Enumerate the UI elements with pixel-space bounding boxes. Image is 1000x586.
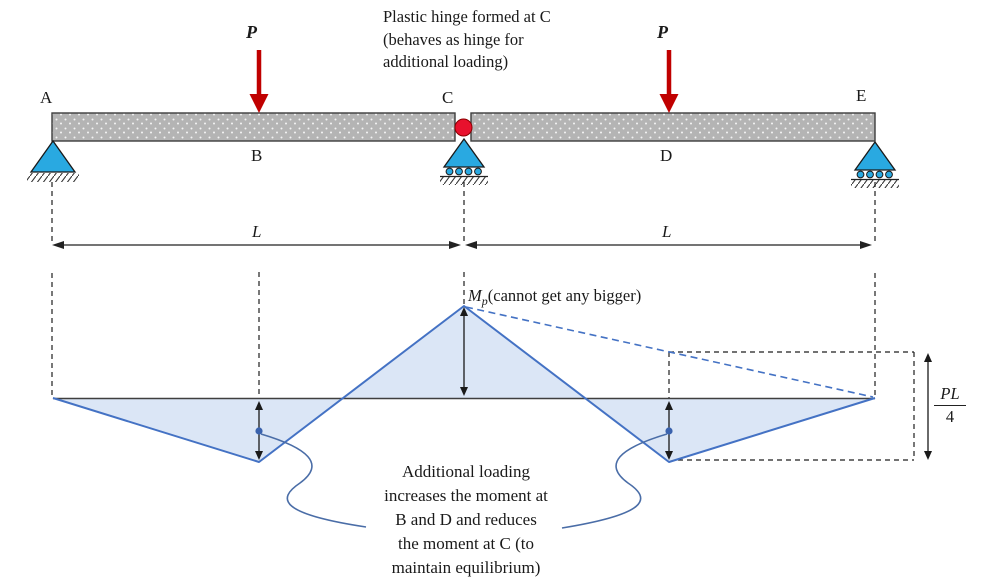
- roller-triangle-c: [442, 137, 486, 168]
- roller-wheel: [856, 170, 865, 179]
- mp-caption-text: (cannot get any bigger): [487, 286, 642, 305]
- mp-subscript: p: [481, 294, 488, 308]
- mp-caption: Mp(cannot get any bigger): [468, 286, 641, 309]
- callout-dot-d: [665, 427, 673, 435]
- node-label-c: C: [442, 88, 454, 107]
- roller-wheel: [464, 167, 473, 176]
- moment-diagram-outline: [52, 305, 876, 463]
- leader-curve-left: [260, 433, 367, 528]
- dim-arrowhead-left: [465, 241, 477, 249]
- plastic-hinge-marker: [454, 118, 473, 137]
- simple-beam-moment-dashed-line: [465, 306, 874, 398]
- load-arrowhead-b: [249, 94, 269, 113]
- mp-symbol: M: [468, 286, 482, 305]
- roller-support-c: [440, 137, 488, 185]
- beam-segment-left: [51, 112, 456, 142]
- ground-hatch-c: [440, 177, 488, 185]
- load-arrowhead-d: [659, 94, 679, 113]
- roller-wheel: [885, 170, 893, 179]
- load-arrow-b: [249, 50, 269, 113]
- roller-wheel: [866, 170, 874, 179]
- pl4-arrow: [924, 353, 932, 460]
- callout-dot-b: [255, 427, 263, 435]
- ground-hatch-a: [27, 173, 79, 182]
- span-length-label-left: L: [252, 222, 262, 241]
- roller-wheel: [875, 170, 884, 179]
- roller-triangle-e: [853, 140, 897, 171]
- dim-arrowhead-right: [860, 241, 872, 249]
- leader-curve-right: [561, 433, 668, 529]
- load-label-p-d: P: [657, 22, 668, 42]
- additional-loading-note: Additional loading increases the moment …: [384, 462, 548, 577]
- node-label-a: A: [40, 88, 53, 107]
- roller-support-e: [851, 140, 899, 188]
- node-label-b: B: [251, 146, 263, 165]
- plastic-hinge-note: Plastic hinge formed at C (behaves as hi…: [383, 7, 551, 71]
- dim-arrowhead-right: [449, 241, 461, 249]
- node-label-d: D: [660, 146, 673, 165]
- pl-over-4-label: PL 4: [934, 384, 966, 427]
- load-label-p-b: P: [246, 22, 257, 42]
- pin-triangle-a: [29, 139, 77, 173]
- dimension-line-span-left: [52, 241, 461, 249]
- pl4-denominator: 4: [945, 407, 955, 426]
- roller-wheel: [455, 167, 463, 176]
- load-arrow-d: [659, 50, 679, 113]
- mp-arrow-c: [460, 307, 468, 396]
- node-label-e: E: [856, 86, 867, 105]
- pl4-numerator: PL: [934, 384, 966, 406]
- beam-segment-right: [470, 112, 876, 142]
- dimension-line-span-right: [465, 241, 872, 249]
- pin-support-a: [27, 139, 79, 182]
- dim-arrowhead-left: [52, 241, 64, 249]
- span-length-label-right: L: [662, 222, 672, 241]
- roller-wheel: [445, 167, 454, 176]
- roller-wheel: [474, 167, 482, 176]
